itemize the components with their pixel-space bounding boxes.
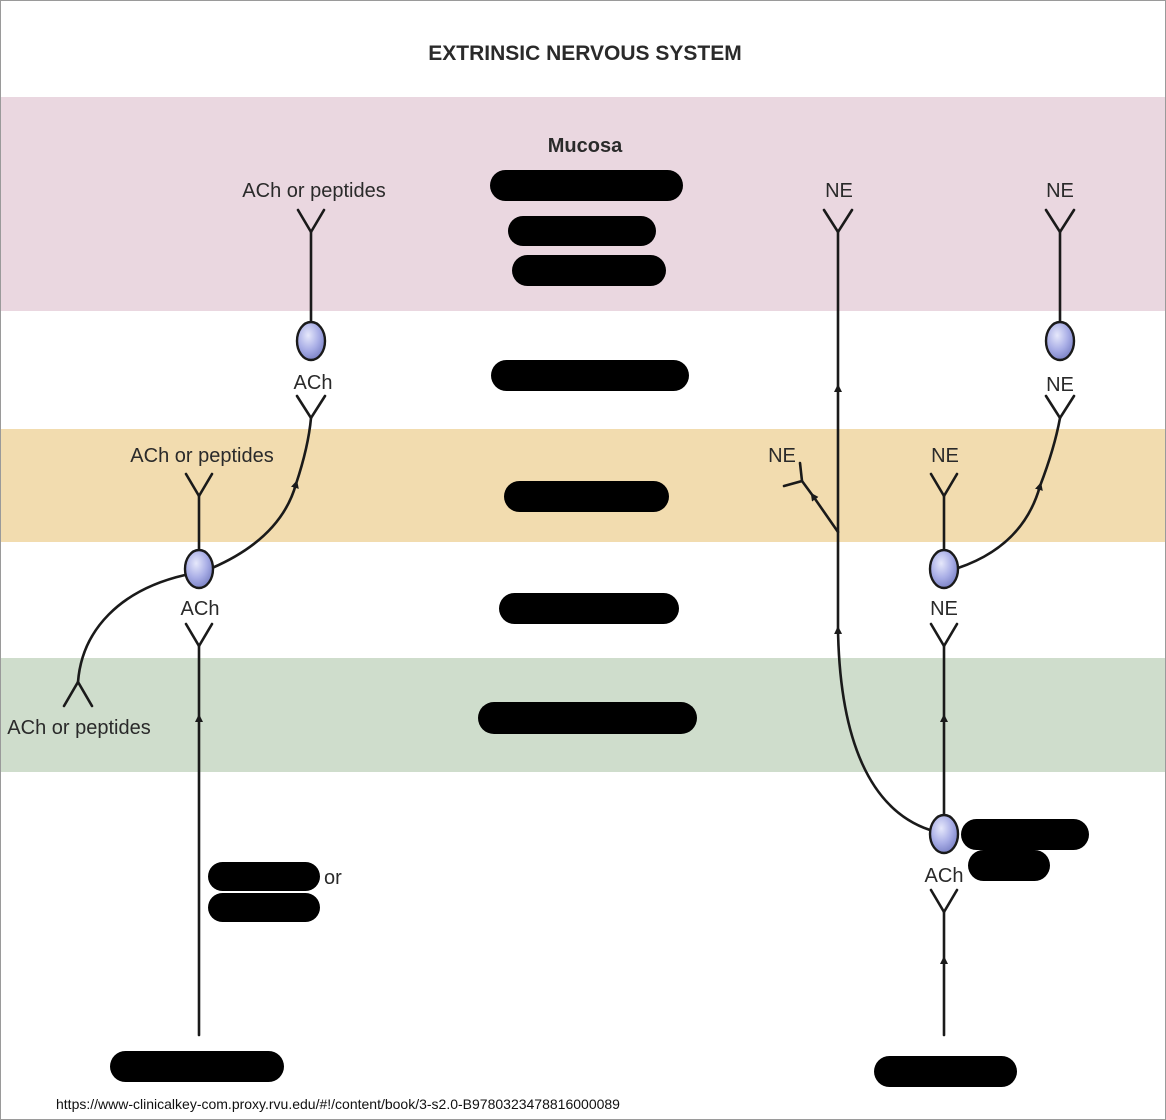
right-pathway (782, 208, 1076, 1037)
neuron-cell-body (928, 813, 960, 855)
curved-fiber (956, 482, 1043, 570)
branch-fiber (810, 492, 840, 534)
neuron-cell-body (295, 320, 327, 362)
neuron-cell-body (183, 548, 215, 590)
redaction-bar (499, 593, 679, 624)
left-pathway (62, 208, 327, 1037)
diagram-title: EXTRINSIC NERVOUS SYSTEM (428, 42, 742, 65)
right-branch-terminal-label: NE (768, 445, 796, 467)
synapse-fork (295, 394, 327, 421)
right-upper-synapse-label: NE (1046, 374, 1074, 396)
curved-fiber (76, 573, 187, 684)
right-terminal-b-label: NE (1046, 180, 1074, 202)
redaction-bar (512, 255, 666, 286)
neuron-cell-body (928, 548, 960, 590)
redaction-bar (961, 819, 1089, 850)
redaction-bar (478, 702, 697, 734)
mucosa-label: Mucosa (548, 135, 623, 157)
redaction-bar (208, 862, 320, 891)
redaction-bar (504, 481, 669, 512)
terminal-fork (62, 679, 94, 708)
redaction-bar (968, 850, 1050, 881)
branch-fiber (800, 479, 815, 498)
curved-fiber (294, 416, 313, 486)
right-lower-synapse-label: NE (930, 598, 958, 620)
left-upper-synapse-label: ACh (294, 372, 333, 394)
neuron-cell-body (1044, 320, 1076, 362)
right-terminal-a-label: NE (825, 180, 853, 202)
redaction-bar (110, 1051, 284, 1082)
redaction-bar (508, 216, 656, 246)
redaction-bar (491, 360, 689, 391)
redaction-bar (490, 170, 683, 201)
left-top-terminal-label: ACh or peptides (242, 180, 385, 202)
redacted-layer-names (478, 170, 697, 734)
synapse-fork (184, 622, 214, 649)
synapse-fork (929, 622, 959, 649)
curved-fiber (210, 480, 299, 570)
synapse-fork (1044, 394, 1076, 421)
redaction-bar (874, 1056, 1017, 1087)
source-url: https://www-clinicalkey-com.proxy.rvu.ed… (56, 1096, 620, 1112)
left-fiber-type-suffix: or (324, 867, 342, 889)
curved-fiber (834, 626, 932, 832)
left-lower-synapse-label: ACh (181, 598, 220, 620)
synapse-fork (929, 888, 959, 915)
right-middle-terminal-label: NE (931, 445, 959, 467)
redaction-bar (208, 893, 320, 922)
left-middle-terminal-label: ACh or peptides (130, 445, 273, 467)
left-bottom-terminal-label: ACh or peptides (7, 717, 150, 739)
curved-fiber (1038, 416, 1062, 488)
right-ganglion-synapse-label: ACh (925, 865, 964, 887)
